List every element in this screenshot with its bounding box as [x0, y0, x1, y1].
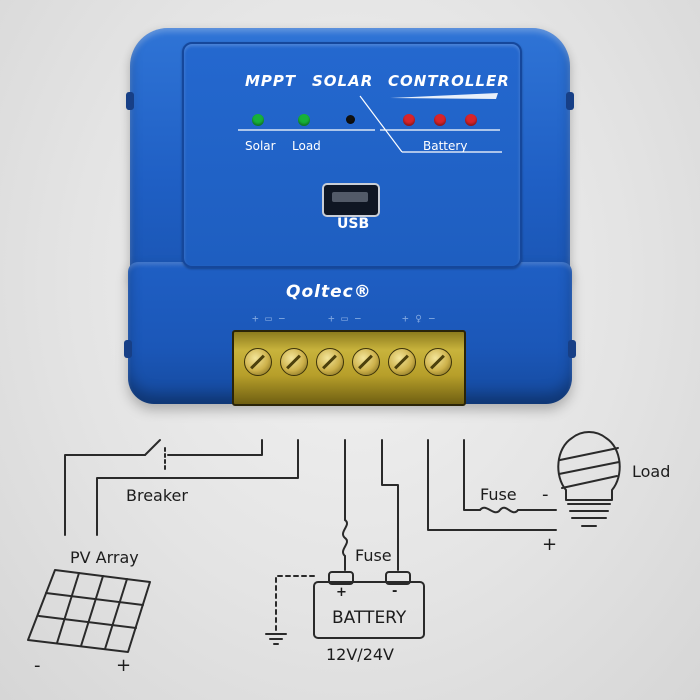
battery-led-3 [465, 114, 477, 126]
terminal-block [232, 330, 466, 406]
battery-led-2 [434, 114, 446, 126]
solar-led-label: Solar [245, 139, 276, 153]
load-plus-label: + [542, 534, 558, 555]
mount-notch-left-lower [124, 340, 132, 358]
pv-plus-label: + [116, 655, 132, 676]
load-label: Load [632, 462, 671, 481]
battery-fuse-icon [342, 519, 348, 557]
load-terminal-marks: + ♀ − [402, 312, 436, 325]
solar-led [252, 114, 264, 126]
title-mppt: MPPT [245, 72, 297, 90]
terminal-screw-2[interactable] [280, 348, 308, 376]
usb-label: USB [337, 216, 370, 232]
load-bulb-ribs [558, 447, 620, 489]
solar-terminal-marks: + ▭ − [252, 312, 286, 325]
terminal-screw-5[interactable] [388, 348, 416, 376]
mount-notch-right-lower [568, 340, 576, 358]
battery-led-1 [403, 114, 415, 126]
pv-minus-label: - [34, 655, 41, 676]
load-wire-positive [427, 439, 557, 531]
battery-wire-negative [381, 439, 399, 571]
front-panel [182, 42, 522, 268]
mount-notch-left [126, 92, 134, 110]
terminal-screw-4[interactable] [352, 348, 380, 376]
panel-graphic-lines [238, 93, 502, 153]
pv-wire-negative [64, 454, 146, 536]
usb-port-contacts [332, 192, 368, 202]
mount-notch-right [566, 92, 574, 110]
pv-array-grid [38, 572, 144, 650]
battery-terminal-negative [385, 571, 411, 585]
title-controller: CONTROLLER [388, 72, 510, 90]
breaker-switch-icon [144, 439, 161, 456]
ground-wire [275, 575, 315, 633]
brand-logo: Qoltec® [286, 282, 372, 302]
terminal-screw-6[interactable] [424, 348, 452, 376]
load-led [298, 114, 310, 126]
load-bulb-icon [557, 431, 621, 501]
battery-minus-label: - [392, 584, 398, 599]
load-led-label: Load [292, 139, 321, 153]
terminal-screw-1[interactable] [244, 348, 272, 376]
solar-charge-controller: MPPT SOLAR CONTROLLER Solar Load Battery… [0, 0, 700, 420]
breaker-label: Breaker [126, 486, 188, 505]
battery-plus-label: + [336, 585, 347, 600]
terminal-screw-3[interactable] [316, 348, 344, 376]
battery-terminal-positive [328, 571, 354, 585]
load-fuse-icon [479, 506, 519, 514]
breaker-wire-right [167, 439, 263, 456]
pv-array-label: PV Array [70, 548, 139, 567]
pv-wire-positive [96, 439, 299, 536]
load-bulb-base [567, 503, 611, 527]
battery-icon [313, 581, 425, 639]
status-led [346, 115, 355, 124]
battery-voltage-label: 12V/24V [326, 645, 394, 664]
battery-fuse-label: Fuse [355, 546, 392, 565]
pv-array-icon [27, 569, 151, 653]
load-wire-negative [463, 439, 481, 511]
usb-port[interactable] [322, 183, 380, 217]
title-solar: SOLAR [312, 72, 374, 90]
battery-terminal-marks: + ▭ − [328, 312, 362, 325]
battery-label: BATTERY [332, 608, 407, 628]
load-fuse-label: Fuse [480, 485, 517, 504]
load-minus-label: - [542, 484, 549, 505]
battery-led-label: Battery [423, 139, 468, 153]
